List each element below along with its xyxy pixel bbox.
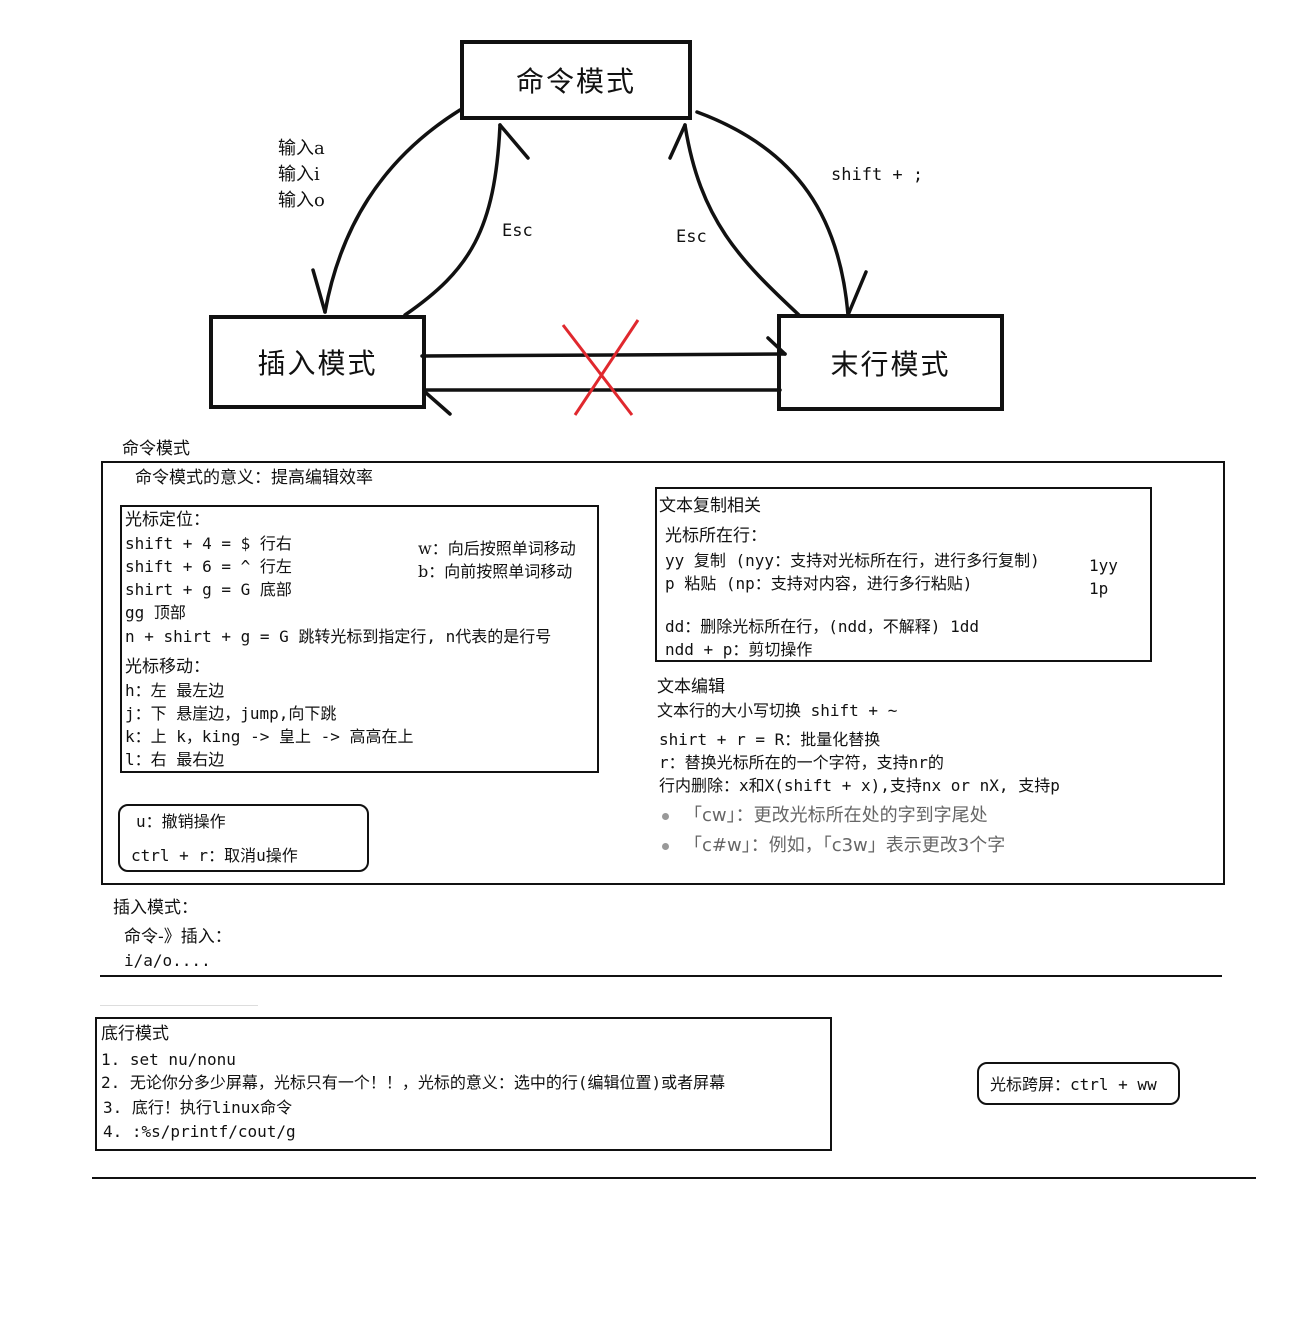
cursor-move-l: l：右 最右边 — [125, 750, 225, 769]
command-section-title: 命令模式 — [122, 439, 190, 459]
bottom-item-2: 2. 无论你分多少屏幕，光标只有一个！！，光标的意义：选中的行(编辑位置)或者屏… — [101, 1073, 726, 1092]
bottom-divider-line — [92, 1177, 1256, 1179]
bottom-mode-box — [95, 1017, 832, 1151]
shift-semicolon-label: shift + ; — [831, 165, 924, 185]
cursor-box — [120, 505, 599, 773]
bullet-icon — [662, 843, 669, 850]
cross-screen-box — [977, 1062, 1180, 1105]
copy-heading: 文本复制相关 — [659, 496, 761, 516]
input-a-label: 输入a — [278, 138, 325, 159]
bottom-item-4: 4. :%s/printf/cout/g — [103, 1122, 296, 1141]
mode-transition-arrows — [311, 108, 868, 416]
edit-c3w: 「c#w」：例如，「c3w」表示更改3个字 — [684, 835, 1006, 856]
cursor-line-5: n + shirt + g = G 跳转光标到指定行, n代表的是行号 — [125, 627, 552, 646]
insert-mode-label: 插入模式 — [257, 347, 378, 380]
insert-mode-box: 插入模式 — [209, 315, 426, 409]
word-move-b: b：向前按照单词移动 — [418, 562, 573, 581]
edit-delete-inline: 行内删除：x和X(shift + x),支持nx or nX, 支持p — [659, 776, 1060, 795]
copy-dd: dd：删除光标所在行，(ndd，不解释) 1dd — [665, 617, 979, 636]
cursor-move-j: j：下 悬崖边，jump,向下跳 — [125, 704, 337, 723]
copy-subheading: 光标所在行： — [665, 526, 767, 546]
command-mode-label: 命令模式 — [515, 65, 636, 98]
esc-right-label: Esc — [676, 227, 707, 247]
edit-heading: 文本编辑 — [657, 677, 725, 697]
edit-replace-batch: shirt + r = R：批量化替换 — [659, 730, 881, 749]
bullet-icon — [662, 813, 669, 820]
cursor-line-2: shift + 6 = ^ 行左 — [125, 557, 292, 576]
edit-cw: 「cw」：更改光标所在处的字到字尾处 — [684, 805, 988, 826]
undo-box — [118, 804, 369, 872]
bottom-item-1: 1. set nu/nonu — [101, 1050, 236, 1069]
redo-line: ctrl + r：取消u操作 — [131, 846, 298, 865]
lastline-mode-label: 末行模式 — [830, 347, 951, 381]
cursor-line-3: shirt + g = G 底部 — [125, 580, 292, 599]
cursor-move-heading: 光标移动： — [125, 657, 210, 677]
cursor-line-4: gg 顶部 — [125, 603, 186, 622]
copy-yy: yy 复制 (nyy：支持对光标所在行，进行多行复制) — [665, 551, 1040, 570]
copy-p: p 粘贴 (np：支持对内容，进行多行粘贴) — [665, 574, 973, 593]
command-section-frame — [101, 461, 1225, 885]
edit-case: 文本行的大小写切换 shift + ~ — [657, 701, 898, 720]
copy-yy-note: 1yy — [1089, 556, 1118, 575]
insert-line-1: 命令-》插入： — [124, 927, 232, 947]
input-i-label: 输入i — [278, 164, 320, 185]
cross-screen-text: 光标跨屏：ctrl + ww — [990, 1075, 1157, 1094]
copy-box — [655, 487, 1152, 662]
command-meaning: 命令模式的意义：提高编辑效率 — [135, 468, 373, 488]
esc-left-label: Esc — [502, 221, 533, 241]
cursor-position-heading: 光标定位： — [125, 510, 210, 530]
lastline-mode-box: 末行模式 — [777, 314, 1004, 411]
insert-line-2: i/a/o.... — [124, 951, 211, 970]
bottom-section-title: 底行模式 — [101, 1024, 169, 1044]
cursor-line-1: shift + 4 = $ 行右 — [125, 534, 292, 553]
input-o-label: 输入o — [278, 190, 325, 211]
divider-line — [100, 975, 1222, 977]
word-move-w: w：向后按照单词移动 — [418, 539, 576, 558]
undo-line: u：撤销操作 — [136, 812, 226, 831]
insert-section-title: 插入模式： — [113, 898, 198, 918]
cursor-move-h: h：左 最左边 — [125, 681, 225, 700]
cursor-move-k: k：上 k，king -> 皇上 -> 高高在上 — [125, 727, 414, 746]
copy-p-note: 1p — [1089, 579, 1109, 598]
faint-divider — [100, 1005, 258, 1006]
command-mode-box: 命令模式 — [460, 40, 692, 120]
edit-replace-one: r：替换光标所在的一个字符，支持nr的 — [659, 753, 944, 772]
copy-ndd: ndd + p：剪切操作 — [665, 640, 813, 659]
bottom-item-3: 3. 底行！执行linux命令 — [103, 1098, 293, 1117]
